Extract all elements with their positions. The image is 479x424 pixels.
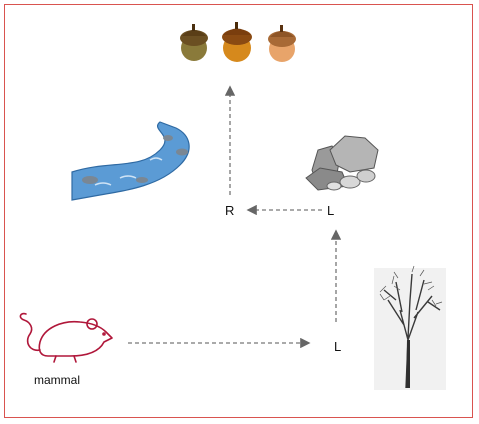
acorns-icon — [180, 22, 296, 62]
junction-label-L-middle: L — [327, 203, 334, 218]
junction-label-R: R — [225, 203, 234, 218]
mouse-icon — [20, 314, 112, 362]
tree-icon — [374, 266, 446, 390]
animal-label: mammal — [34, 373, 80, 387]
rocks-icon — [306, 136, 378, 190]
junction-label-L-start: L — [334, 339, 341, 354]
river-icon — [72, 122, 189, 200]
